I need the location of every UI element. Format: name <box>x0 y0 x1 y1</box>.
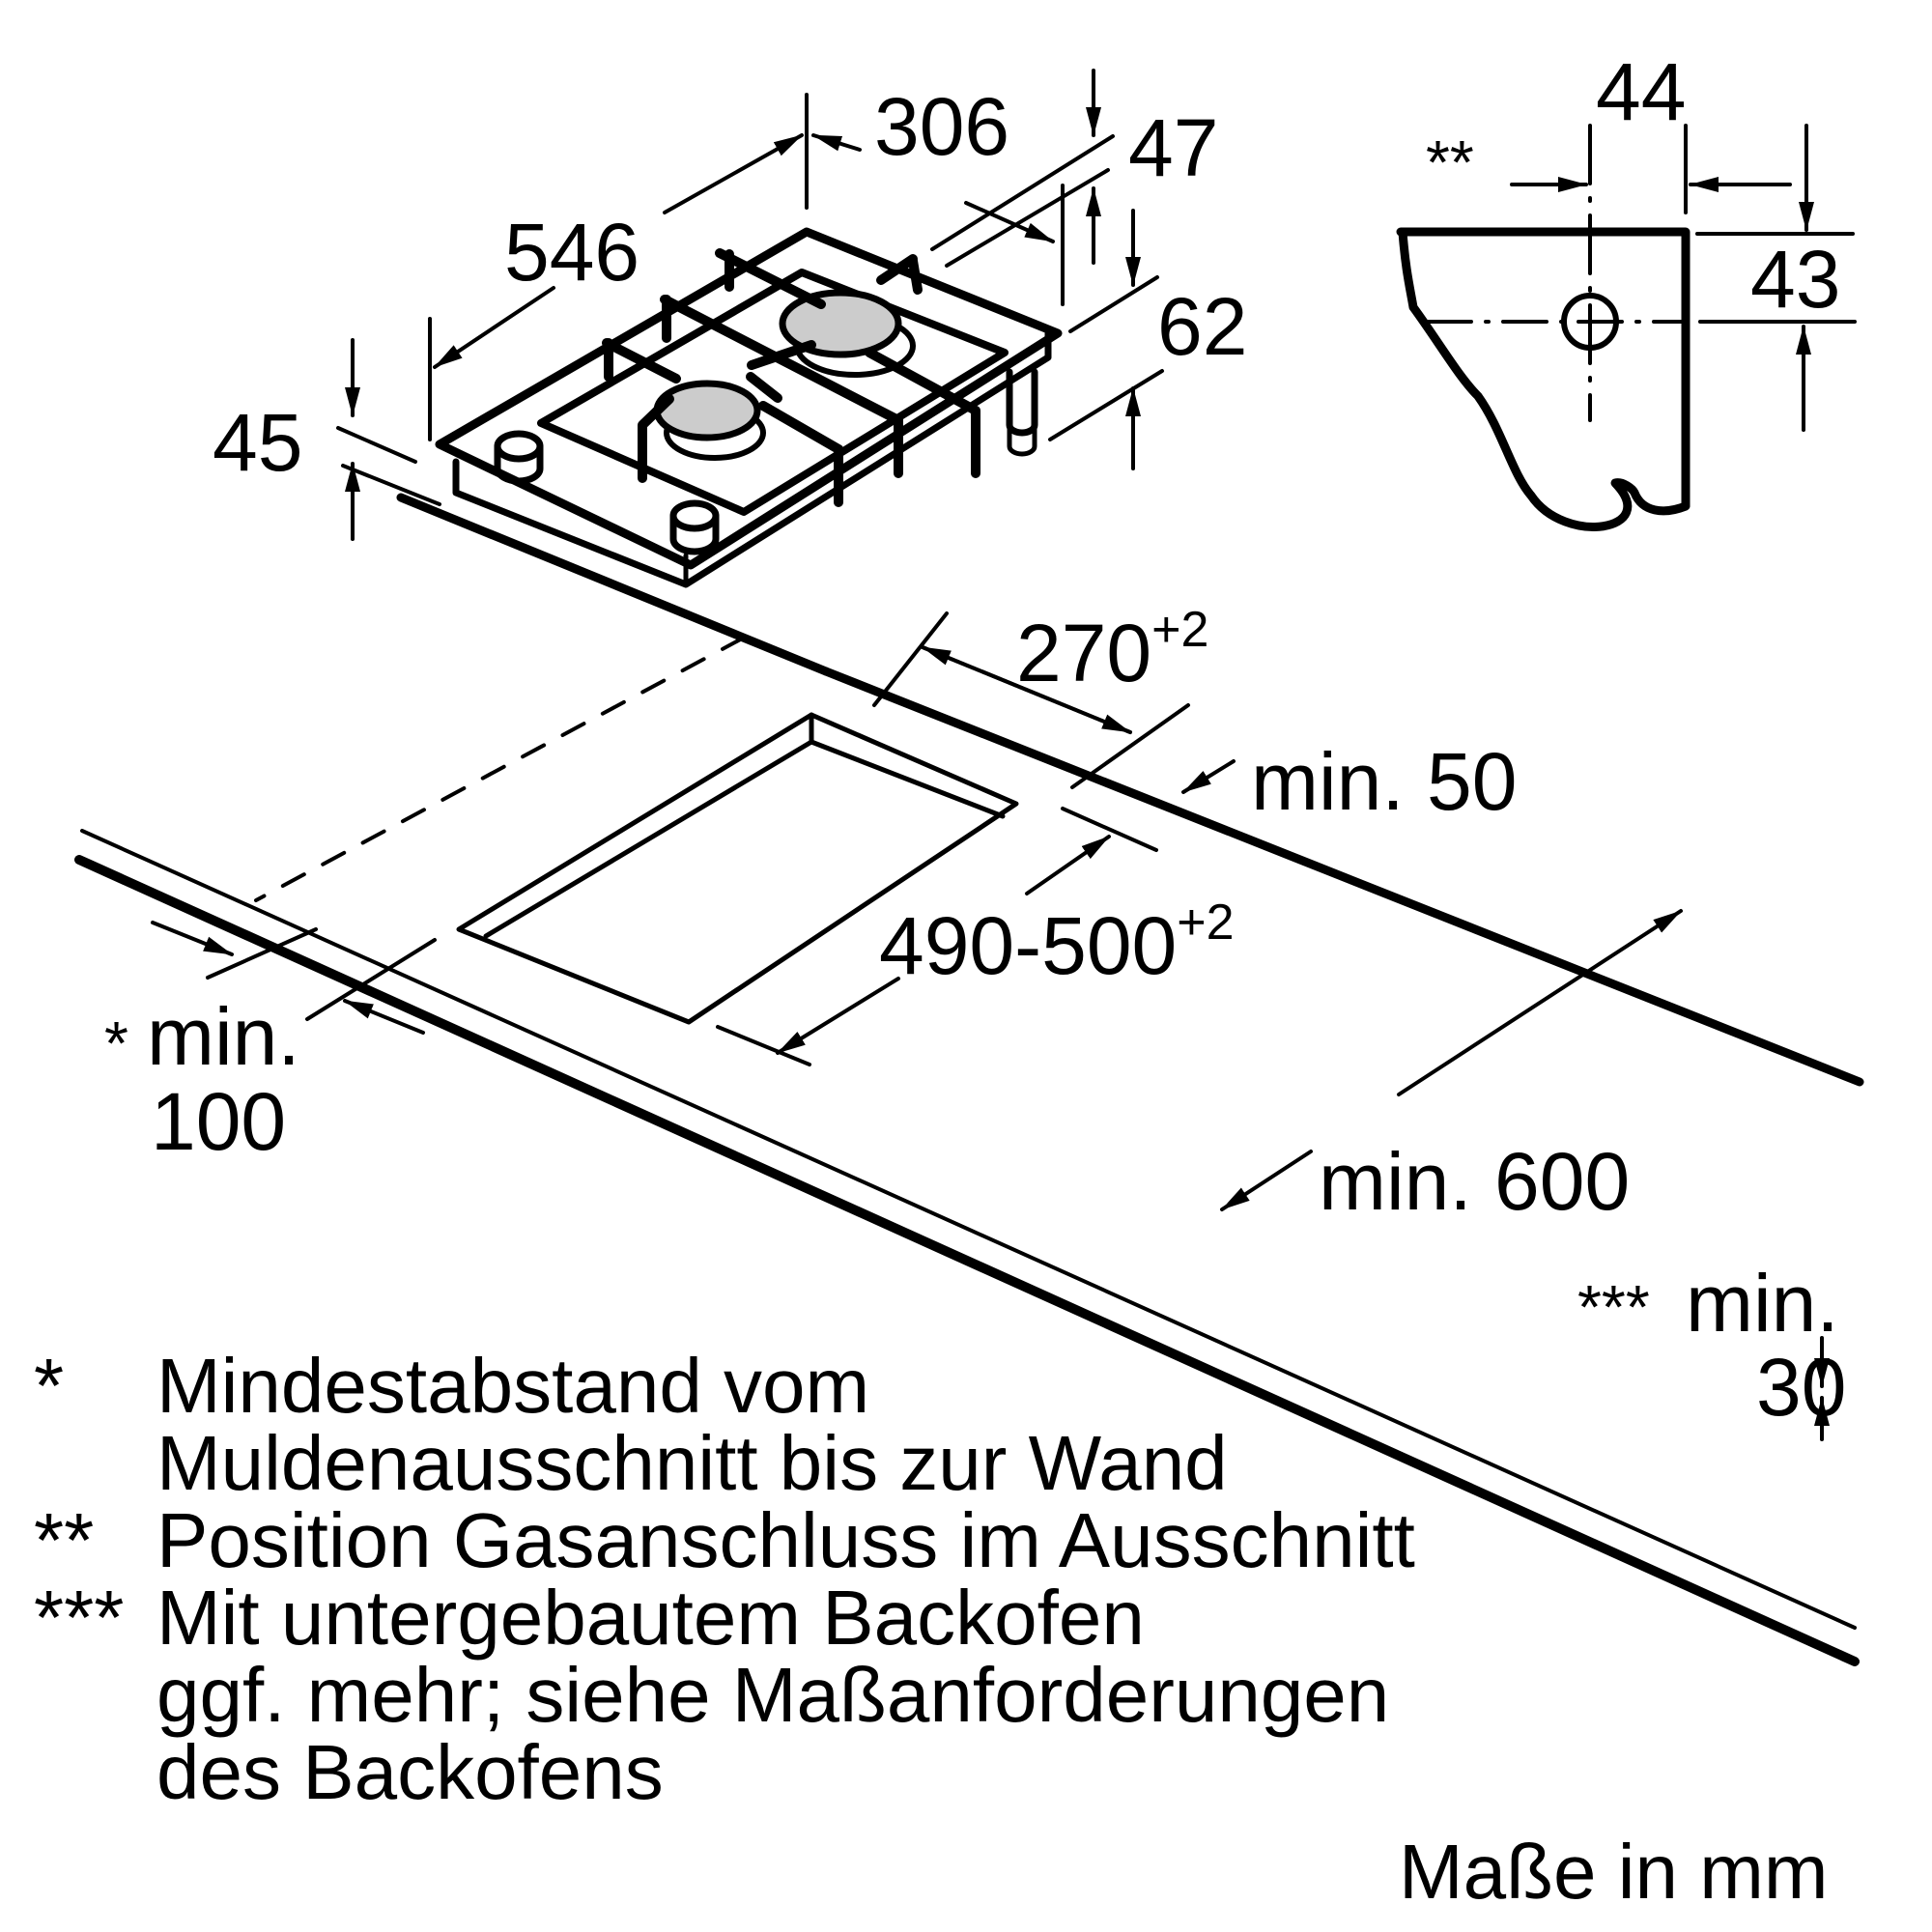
dim-gas-vertical-43: 43 <box>1750 234 1840 325</box>
footnotes: * Mindestabstand vom Muldenausschnitt bi… <box>34 1343 1415 1815</box>
note-1-marker: * <box>34 1343 64 1429</box>
note-1-line-1: Mindestabstand vom <box>156 1343 869 1429</box>
dim-height-45: 45 <box>213 397 302 488</box>
min-side-marker: * <box>104 1009 128 1078</box>
dim-gas-horizontal-44: 44 <box>1596 46 1686 137</box>
hob-dimension-lines <box>336 69 1164 676</box>
units-label: Maße in mm <box>1399 1829 1829 1915</box>
gas-hob-illustration <box>435 227 1063 588</box>
control-knob-right <box>669 499 720 555</box>
dim-connector-height-62: 62 <box>1157 281 1247 372</box>
gas-connector-pipe <box>1006 368 1038 457</box>
min-side-label: min. <box>147 991 300 1082</box>
min-side-value: 100 <box>151 1076 286 1167</box>
cutout-width-value: 270 <box>1016 608 1151 698</box>
dim-min-rear-50: min. 50 <box>1251 736 1517 827</box>
note-2-marker: ** <box>34 1497 94 1583</box>
dim-width-306: 306 <box>874 81 1009 172</box>
note-3-line-1: Mit untergebautem Backofen <box>156 1575 1145 1661</box>
dim-rear-offset-47: 47 <box>1128 102 1218 193</box>
note-3-line-2: ggf. mehr; siehe Maßanforderungen <box>156 1652 1389 1738</box>
cutout-width-tolerance: +2 <box>1151 602 1208 658</box>
cutout-depth-value: 490-500 <box>879 900 1177 991</box>
note-3-marker: *** <box>34 1575 124 1661</box>
min-front-label: min. <box>1686 1258 1839 1349</box>
dim-countertop-depth-600: min. 600 <box>1319 1136 1630 1227</box>
note-2-line-1: Position Gasanschluss im Ausschnitt <box>156 1497 1415 1583</box>
note-1-line-2: Muldenausschnitt bis zur Wand <box>156 1420 1228 1506</box>
gas-connection-detail <box>1396 124 1857 531</box>
dim-cutout-width: 270+2 <box>1016 602 1208 698</box>
dim-depth-546: 546 <box>504 207 639 298</box>
min-front-marker: *** <box>1577 1272 1650 1342</box>
dim-cutout-depth: 490-500+2 <box>879 895 1235 991</box>
pan-support-grate <box>602 248 980 507</box>
note-3-line-3: des Backofens <box>156 1729 664 1815</box>
control-knob-left <box>494 430 544 485</box>
countertop-cutout-drawing <box>74 611 1864 1666</box>
burner-front <box>653 380 766 461</box>
min-front-value: 30 <box>1756 1342 1846 1433</box>
cutout-depth-tolerance: +2 <box>1177 895 1234 951</box>
gas-connection-marker: ** <box>1426 128 1474 197</box>
